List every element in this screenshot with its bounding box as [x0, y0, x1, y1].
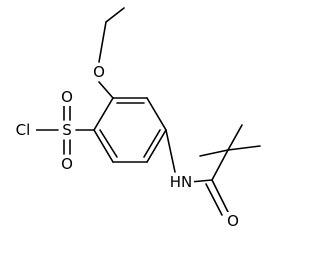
bond-ring-3-double [143, 129, 161, 158]
bond-tbu-methyl-left [199, 149, 229, 157]
atom-labels: O S Cl O O HN O [12, 63, 242, 230]
bond-ether-o-ring [98, 81, 114, 99]
bond-ring-nh [165, 129, 176, 173]
bond-ring-3 [146, 129, 167, 163]
atom-o-bottom: O [61, 155, 73, 173]
bond-ring-6 [93, 97, 114, 131]
bond-tbu-methyl-right [227, 145, 261, 151]
atom-cl: Cl [16, 121, 31, 139]
bond-tbu-methyl-top [227, 124, 243, 151]
atom-o-carbonyl: O [227, 212, 239, 230]
bond-carbonyl-quaternary [211, 149, 229, 181]
atom-o-ether: O [93, 63, 105, 81]
bond-ring-5 [93, 129, 114, 163]
bond-carbonyl-o-a [211, 179, 229, 213]
bond-ethyl-c1-o [98, 21, 107, 63]
bond-ethyl-c1-c2 [105, 7, 125, 23]
structure-canvas: O S Cl O O HN O [12, 7, 261, 230]
bonds [33, 7, 261, 216]
atom-o-top: O [61, 88, 73, 106]
bond-ring-5-double [99, 129, 118, 158]
bond-ring-2 [146, 97, 167, 131]
bond-carbonyl-o-b [205, 183, 223, 216]
structure-drawing: O S Cl O O HN O [12, 7, 261, 230]
atom-s: S [62, 121, 72, 139]
atom-nh: HN [170, 173, 193, 191]
